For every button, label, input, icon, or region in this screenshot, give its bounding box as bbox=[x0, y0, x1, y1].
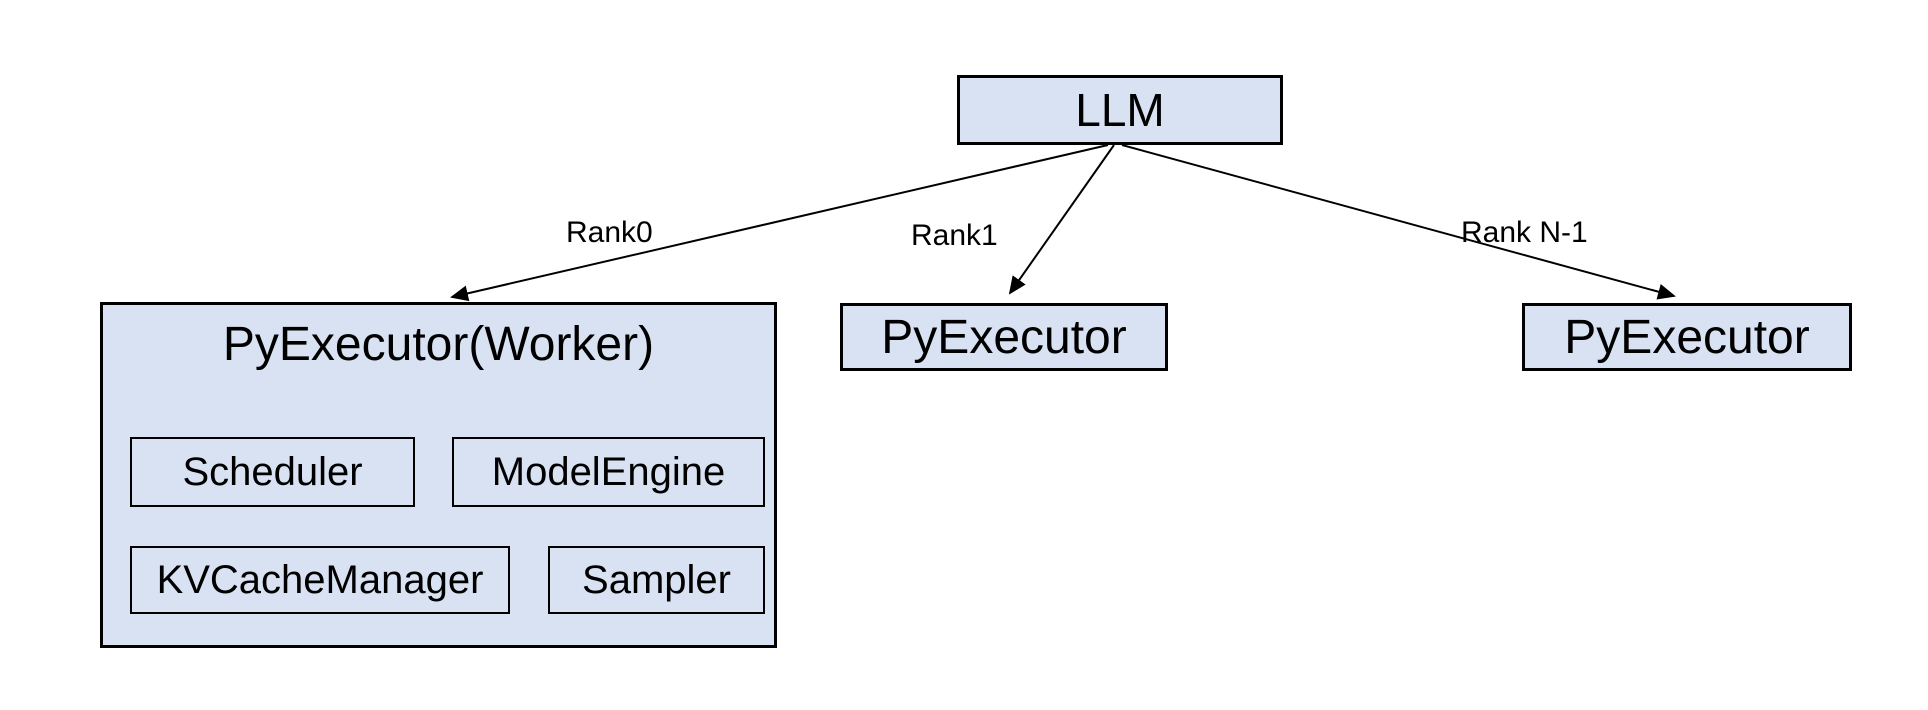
edge-rankn-line bbox=[1121, 144, 1676, 300]
sampler-label: Sampler bbox=[582, 557, 731, 602]
edge-label-rank1: Rank1 bbox=[911, 219, 998, 252]
sampler-box: Sampler bbox=[548, 546, 765, 614]
pyexecutor-rank1-box: PyExecutor bbox=[840, 303, 1168, 371]
edge-rank0-line bbox=[450, 144, 1109, 302]
edge-rank1-line bbox=[1008, 144, 1115, 295]
llm-box: LLM bbox=[957, 75, 1283, 145]
scheduler-box: Scheduler bbox=[130, 437, 415, 507]
scheduler-label: Scheduler bbox=[182, 449, 363, 494]
pyexecutor-worker-label: PyExecutor(Worker) bbox=[222, 318, 655, 371]
kv-cache-manager-label: KVCacheManager bbox=[156, 557, 484, 602]
pyexecutor-rank-n-1-box: PyExecutor bbox=[1522, 303, 1852, 371]
edge-label-rank0: Rank0 bbox=[566, 216, 653, 249]
llm-box-label: LLM bbox=[1075, 84, 1165, 136]
pyexecutor-rank1-label: PyExecutor bbox=[881, 310, 1127, 364]
model-engine-box: ModelEngine bbox=[452, 437, 765, 507]
pyexecutor-worker-box: PyExecutor(Worker) Scheduler ModelEngine… bbox=[100, 302, 777, 648]
kv-cache-manager-box: KVCacheManager bbox=[130, 546, 510, 614]
edge-label-rank-n-1: Rank N-1 bbox=[1461, 216, 1588, 249]
model-engine-label: ModelEngine bbox=[491, 449, 726, 494]
pyexecutor-rank-n-1-label: PyExecutor bbox=[1564, 310, 1810, 364]
